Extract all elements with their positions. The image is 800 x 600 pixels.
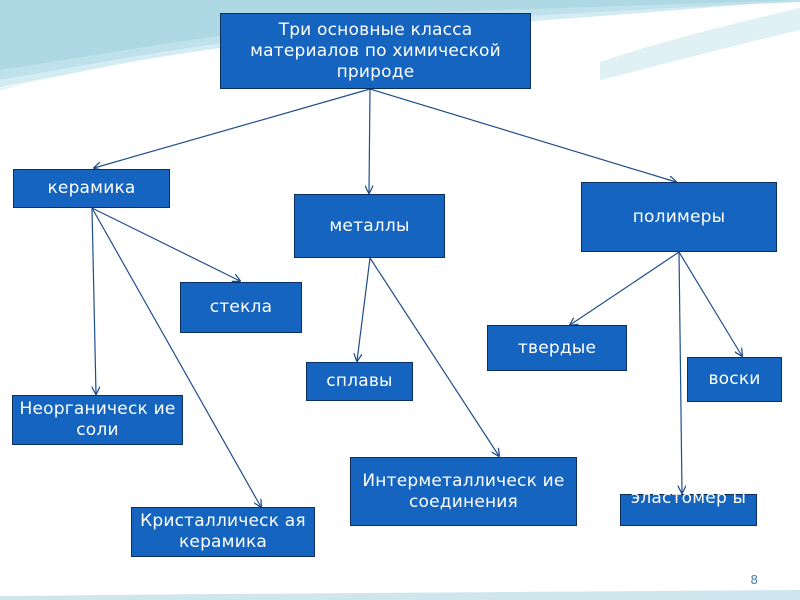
metals-node-label: металлы [329, 215, 410, 236]
waxes-node: воски [687, 357, 782, 402]
alloys-node: сплавы [306, 362, 413, 401]
arrow-polymers-to-solid [570, 251, 680, 325]
ceramics-node: керамика [13, 169, 170, 208]
elastomers-node: эластомер ы [620, 489, 757, 526]
crystalline-ceramics-node-label: Кристаллическ ая керамика [140, 511, 306, 552]
arrow-metals-to-intermetallic [369, 257, 499, 456]
page-number: 8 [750, 573, 758, 587]
arrow-polymers-to-waxes [678, 251, 742, 356]
glass-node: стекла [180, 282, 302, 333]
polymers-node-label: полимеры [632, 206, 726, 227]
arrow-polymers-to-elastomers [679, 251, 682, 493]
arrow-ceramics-to-glass [91, 207, 240, 281]
glass-node-label: стекла [209, 297, 273, 317]
arrow-ceramics-to-inorganic-salts [91, 207, 96, 394]
polymers-node: полимеры [581, 182, 777, 252]
arrow-ceramics-to-crystalline-ceramics [91, 207, 261, 507]
root-node: Три основные класса материалов по химиче… [220, 13, 531, 89]
arrow-root-to-ceramics [94, 88, 371, 168]
arrow-root-to-metals [369, 88, 370, 193]
solid-node: твердые [487, 325, 627, 371]
crystalline-ceramics-node: Кристаллическ ая керамика [131, 507, 315, 557]
waxes-node-label: воски [708, 369, 761, 389]
root-node-label: Три основные класса материалов по химиче… [250, 19, 501, 82]
arrow-root-to-polymers [369, 88, 676, 182]
intermetallic-node: Интерметаллическ ие соединения [350, 457, 577, 526]
arrow-metals-to-alloys [357, 257, 371, 361]
metals-node: металлы [294, 194, 445, 258]
inorganic-salts-node: Неорганическ ие соли [12, 395, 183, 445]
inorganic-salts-node-label: Неорганическ ие соли [19, 399, 176, 440]
ceramics-node-label: керамика [47, 178, 136, 198]
alloys-node-label: сплавы [326, 371, 393, 391]
intermetallic-node-label: Интерметаллическ ие соединения [362, 470, 565, 512]
elastomers-node-label: эластомер ы [630, 488, 747, 508]
solid-node-label: твердые [517, 337, 597, 358]
